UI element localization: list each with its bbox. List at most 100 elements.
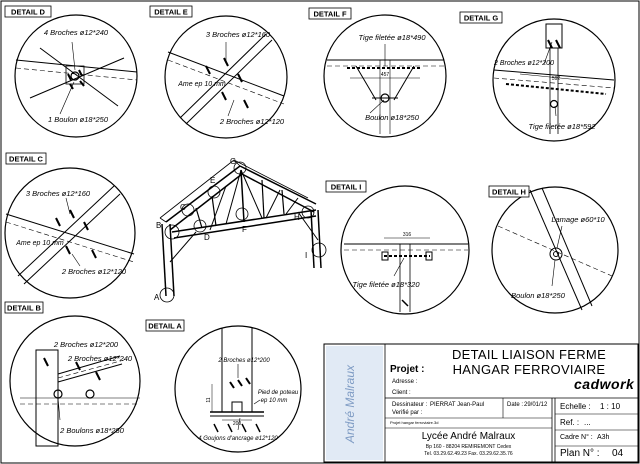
detail-e-tag: DETAIL E	[154, 8, 187, 17]
detail-e-circle	[164, 15, 288, 139]
detail-i: DETAIL I 316 Tige filetée ø18*320	[325, 180, 470, 315]
cadre-label: Cadre N° :	[560, 434, 593, 441]
detail-b-tag: DETAIL B	[7, 304, 41, 313]
detail-a-label-4: 4 Goujons d'ancrage ø12*120	[198, 436, 278, 442]
detail-d-label-2: 1 Boulon ø18*250	[48, 115, 109, 124]
detail-c: DETAIL C 3 Broches ø12*160 Ame ep 10 mm …	[4, 152, 136, 299]
truss-letter-f: F	[242, 225, 247, 234]
detail-a: DETAIL A 2 Broches ø12*200 Pied de potea…	[145, 319, 302, 453]
detail-h: DETAIL H Lamage ø60*10 Boulon ø18*250	[488, 185, 619, 314]
detail-h-circle	[491, 186, 619, 314]
detail-g-label-1: 2 Broches ø12*200	[493, 60, 554, 67]
detail-a-tag-box	[145, 319, 185, 332]
detail-c-tag-box	[5, 152, 47, 165]
detail-e-tag-box	[149, 5, 193, 18]
adresse-label: Adresse :	[392, 379, 418, 385]
client-label: Client :	[392, 390, 411, 396]
cadwork-brand: cadwork	[574, 376, 635, 392]
detail-e-label-1: 3 Broches ø12*160	[206, 30, 271, 39]
detail-e-label-2: Ame ep 10 mm	[177, 81, 226, 88]
detail-f-tag-box	[308, 7, 352, 20]
detail-e: DETAIL E 3 Broches ø12*160 Ame ep 10 mm …	[149, 5, 288, 139]
detail-g-dim: 592	[552, 76, 561, 82]
detail-i-tag-box	[325, 180, 367, 193]
dessinateur-value: PIERRAT Jean-Paul	[430, 402, 485, 408]
detail-b: DETAIL B 2 Broches ø12*200 2 Broches ø12…	[4, 301, 141, 447]
detail-c-label-3: 2 Broches ø12*120	[61, 267, 127, 276]
detail-g-label-2: Tige filetée ø18*592	[528, 122, 596, 131]
school-address: Bp 160 - 88204 REMIREMONT Cedex	[425, 444, 512, 450]
title-block-frame	[323, 343, 639, 463]
truss-letter-c: C	[180, 203, 186, 212]
detail-f: DETAIL F Tige filetée ø18*490 457 Boulon…	[308, 7, 447, 138]
date-label: Date :	[507, 402, 524, 408]
detail-b-circle	[9, 315, 141, 447]
echelle-value: 1 : 10	[600, 402, 621, 411]
truss-letter-h: H	[294, 213, 300, 222]
detail-d-circle	[14, 14, 138, 138]
detail-g-tag: DETAIL G	[464, 14, 498, 23]
detail-a-label-1: 2 Broches ø12*200	[217, 358, 270, 364]
detail-h-tag: DETAIL H	[492, 188, 526, 197]
detail-g: DETAIL G 2 Broches ø12*200 592 Tige file…	[459, 11, 616, 142]
detail-g-tag-box	[459, 11, 503, 24]
echelle-label: Echelle :	[560, 402, 591, 411]
detail-a-circle	[174, 325, 302, 453]
school-logo-panel	[326, 346, 383, 460]
detail-i-tag: DETAIL I	[331, 183, 362, 192]
plan-title-line-1: DETAIL LIAISON FERME	[451, 347, 607, 362]
detail-e-label-3: 2 Broches ø12*120	[219, 117, 285, 126]
detail-a-tag: DETAIL A	[148, 322, 182, 331]
ref-value: ...	[584, 418, 591, 427]
school-logo: André Malraux	[343, 364, 357, 444]
truss-letter-d: D	[204, 233, 210, 242]
detail-d-label-1: 4 Broches ø12*240	[44, 28, 109, 37]
detail-i-circle	[340, 185, 470, 315]
detail-d-tag-box	[4, 5, 52, 18]
detail-b-label-2: 2 Broches ø12*240	[67, 354, 133, 363]
detail-c-tag: DETAIL C	[9, 155, 43, 164]
detail-f-dim: 457	[381, 72, 390, 78]
plan-number-value: 04	[612, 448, 624, 459]
detail-f-circle	[323, 14, 447, 138]
truss-letter-b: B	[156, 221, 161, 230]
dessinateur-label: Dessinateur :	[392, 402, 428, 408]
plan-number-label: Plan N° :	[560, 448, 600, 459]
detail-d: DETAIL D 4 Broches ø12*240 1 Boulon ø18*…	[4, 5, 138, 138]
detail-h-label-2: Boulon ø18*250	[511, 291, 566, 300]
detail-f-label-1: Tige filetée ø18*490	[358, 33, 426, 42]
detail-a-label-2: Pied de poteau	[258, 390, 299, 396]
verifie-label: Verifié par :	[392, 410, 423, 416]
school-phone: Tel. 03.29.62.49.23 Fax. 03.29.62.35.76	[424, 451, 513, 457]
detail-h-tag-box	[488, 185, 530, 198]
detail-f-label-2: Boulon ø18*250	[365, 113, 420, 122]
detail-a-dim-2: 200	[233, 421, 242, 427]
truss-letter-g: G	[230, 157, 236, 166]
detail-i-dim: 316	[403, 232, 412, 238]
truss-letters: A B C D E F G H I	[154, 157, 307, 302]
detail-c-label-1: 3 Broches ø12*160	[26, 189, 91, 198]
detail-b-tag-box	[4, 301, 44, 314]
detail-a-dim-1: 11	[206, 397, 212, 402]
detail-a-label-3: ep 10 mm	[261, 398, 288, 404]
truss-letter-a: A	[154, 293, 160, 302]
detail-c-label-2: Ame ep 10 mm	[15, 240, 64, 247]
detail-c-circle	[4, 167, 136, 299]
detail-d-tag: DETAIL D	[11, 8, 45, 17]
ref-label: Ref. :	[560, 418, 580, 427]
truss-overview	[159, 159, 327, 303]
detail-b-label-3: 2 Boulons ø18*250	[59, 426, 125, 435]
projet-label: Projet :	[390, 364, 425, 375]
school-name: Lycée André Malraux	[421, 431, 516, 442]
detail-b-label-1: 2 Broches ø12*200	[53, 340, 119, 349]
truss-letter-i: I	[305, 251, 307, 260]
detail-h-label-1: Lamage ø60*10	[551, 215, 605, 224]
detail-i-label-1: Tige filetée ø18*320	[352, 280, 420, 289]
truss-letter-e: E	[210, 176, 215, 185]
project-file-name: Projet hangar ferroviaire.3d	[390, 420, 439, 425]
date-value: 29/01/12	[524, 402, 548, 408]
detail-f-tag: DETAIL F	[313, 10, 346, 19]
